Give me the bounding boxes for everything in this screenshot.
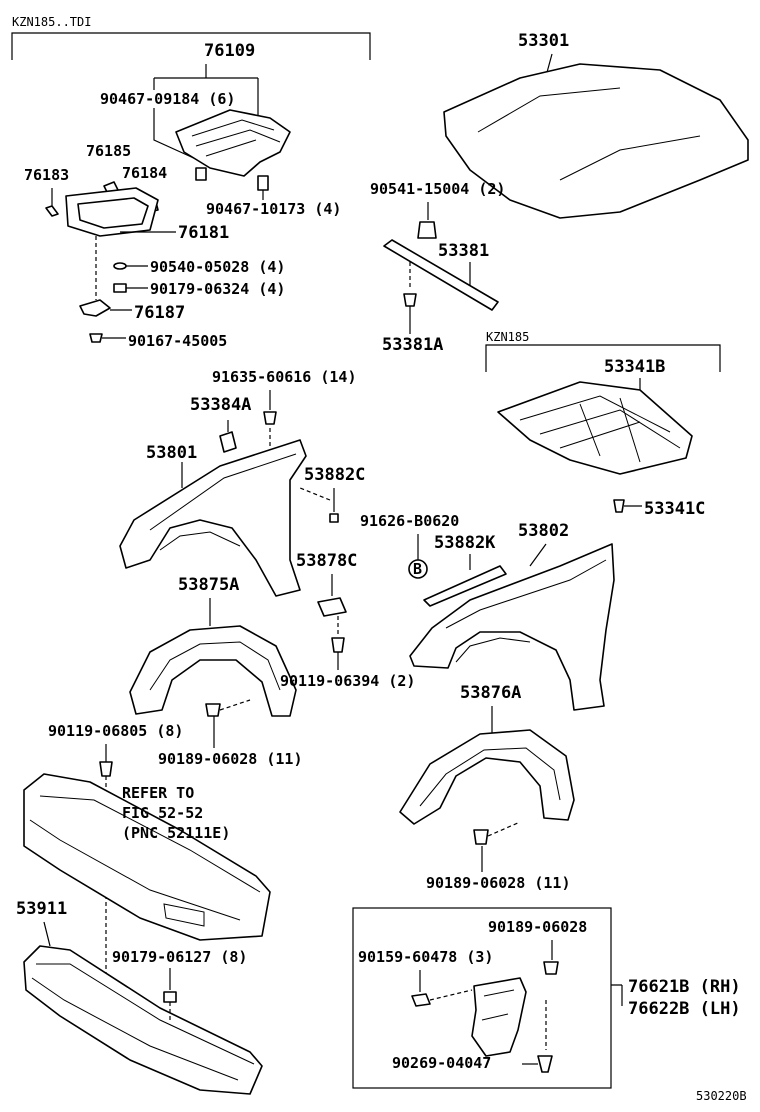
fender-bracket — [219, 431, 237, 453]
screw-90159 — [411, 993, 431, 1007]
bracket-76187 — [79, 299, 111, 317]
label-53381A: 53381A — [382, 335, 443, 355]
callout-b-circle — [408, 559, 428, 579]
note-refer-line1: REFER TO — [122, 784, 194, 802]
label-90541-15004: 90541-15004 (2) — [370, 180, 505, 198]
label-76622B: 76622B (LH) — [628, 999, 741, 1019]
front-fender-lh — [119, 439, 307, 597]
label-90189-06028-a: 90189-06028 (11) — [158, 750, 303, 768]
label-53341B: 53341B — [604, 357, 665, 377]
nut-90179-06127 — [163, 991, 177, 1003]
cover-clip — [613, 499, 625, 513]
fender-seal-53882c — [329, 513, 339, 523]
label-53802: 53802 — [518, 521, 569, 541]
label-76184: 76184 — [122, 164, 167, 182]
label-76109: 76109 — [204, 41, 255, 61]
front-bumper — [23, 773, 271, 941]
label-53341C: 53341C — [644, 499, 705, 519]
label-53384A: 53384A — [190, 395, 251, 415]
scoop-pad-76183 — [45, 205, 59, 217]
group-bracket-under-cover — [485, 344, 721, 372]
label-91626-B0620: 91626-B0620 — [360, 512, 459, 530]
scoop-clip-2 — [257, 175, 269, 191]
label-90189-06028-b: 90189-06028 (11) — [426, 874, 571, 892]
label-90269-04047: 90269-04047 — [392, 1054, 491, 1072]
label-91635-60616: 91635-60616 (14) — [212, 368, 357, 386]
hood-seal-strip — [383, 239, 499, 311]
leader-76109 — [153, 64, 259, 120]
label-76181: 76181 — [178, 223, 229, 243]
bolt-90119-06394 — [331, 637, 345, 653]
bolt-90119-06805 — [99, 761, 113, 777]
fender-liner-rh — [399, 729, 575, 825]
seal-clip — [403, 293, 417, 307]
leader-90467-09184 — [153, 108, 199, 161]
hood-scoop-duct — [175, 109, 291, 177]
clip-90189-mud — [543, 961, 559, 975]
label-90179-06127: 90179-06127 (8) — [112, 948, 247, 966]
label-90119-06394: 90119-06394 (2) — [280, 672, 415, 690]
label-53911: 53911 — [16, 899, 67, 919]
label-76187: 76187 — [134, 303, 185, 323]
front-fender-rh — [409, 543, 615, 711]
label-90159-60478: 90159-60478 (3) — [358, 948, 493, 966]
fender-seal-53882k — [423, 565, 507, 607]
label-53878C: 53878C — [296, 551, 357, 571]
label-90189-06028-c: 90189-06028 — [488, 918, 587, 936]
mudguard-box — [352, 907, 612, 1089]
figure-code: 530220B — [696, 1089, 747, 1103]
clip-90189-lh — [205, 703, 221, 717]
label-53381: 53381 — [438, 241, 489, 261]
note-refer-line3: (PNC 52111E) — [122, 824, 230, 842]
group-bracket-top-left — [11, 32, 371, 60]
label-90167-45005: 90167-45005 — [128, 332, 227, 350]
label-90540-05028: 90540-05028 (4) — [150, 258, 285, 276]
callout-b-text: B — [413, 560, 422, 578]
sub-model-label: KZN185 — [486, 330, 529, 344]
label-76185: 76185 — [86, 142, 131, 160]
hood-panel — [443, 63, 749, 219]
label-76621B: 76621B (RH) — [628, 977, 741, 997]
fender-bolt — [263, 411, 277, 425]
clip-90269 — [537, 1055, 553, 1073]
mudguard — [471, 977, 527, 1057]
model-label: KZN185..TDI — [12, 15, 91, 29]
label-53801: 53801 — [146, 443, 197, 463]
label-90467-09184: 90467-09184 (6) — [100, 90, 235, 108]
screw-90167 — [89, 333, 103, 343]
mudguard-bracket — [611, 984, 623, 1006]
fender-bracket-53878c — [317, 597, 347, 617]
label-76183: 76183 — [24, 166, 69, 184]
label-90179-06324: 90179-06324 (4) — [150, 280, 285, 298]
hood-cushion — [417, 221, 437, 239]
front-spoiler — [23, 945, 263, 1095]
label-53301: 53301 — [518, 31, 569, 51]
label-53875A: 53875A — [178, 575, 239, 595]
label-53882K: 53882K — [434, 533, 496, 553]
note-refer-line2: FIG 52-52 — [122, 804, 203, 822]
label-90119-06805: 90119-06805 (8) — [48, 722, 183, 740]
clip-90189-rh — [473, 829, 489, 845]
label-53876A: 53876A — [460, 683, 521, 703]
fender-liner-lh — [129, 625, 297, 717]
label-90467-10173: 90467-10173 (4) — [206, 200, 341, 218]
nut-90179 — [113, 283, 127, 293]
scoop-clip — [195, 167, 207, 181]
washer-90540 — [113, 262, 127, 270]
engine-under-cover — [497, 381, 693, 475]
label-53882C: 53882C — [304, 465, 365, 485]
